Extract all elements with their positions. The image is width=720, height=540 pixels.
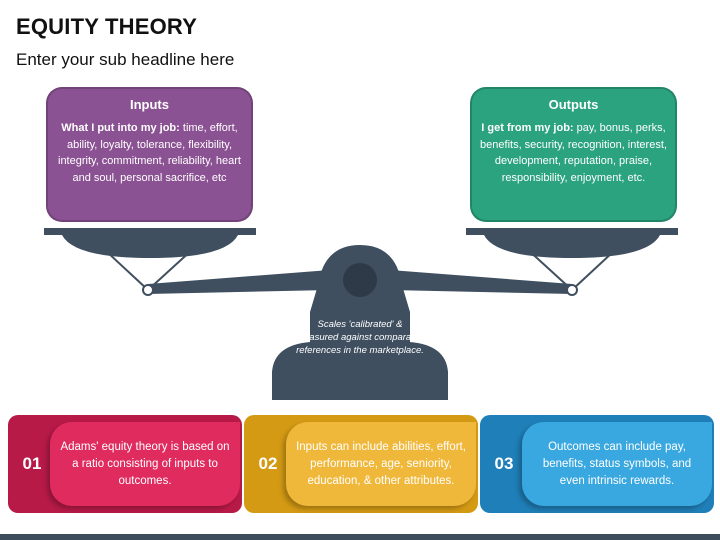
- info-card-03: 03 Outcomes can include pay, benefits, s…: [480, 415, 714, 513]
- scale-body: [272, 245, 448, 400]
- scale-knob: [343, 263, 377, 297]
- info-card-02: 02 Inputs can include abilities, effort,…: [244, 415, 478, 513]
- card-text: Outcomes can include pay, benefits, stat…: [522, 422, 712, 506]
- card-number: 01: [22, 454, 42, 473]
- inputs-box: Inputs What I put into my job: time, eff…: [46, 87, 253, 222]
- page-title: EQUITY THEORY: [16, 14, 198, 39]
- outputs-body: pay, bonus, perks, benefits, security, r…: [480, 122, 667, 184]
- outputs-title: Outputs: [548, 97, 599, 112]
- card-number: 03: [494, 454, 514, 473]
- card-text: Inputs can include abilities, effort, pe…: [286, 422, 476, 506]
- inputs-body: time, effort, ability, loyalty, toleranc…: [58, 122, 241, 184]
- scale-beam-right: [390, 270, 572, 294]
- page-subtitle: Enter your sub headline here: [16, 50, 235, 69]
- right-pivot: [566, 284, 578, 296]
- scale-beam-left: [148, 270, 330, 294]
- card-number: 02: [258, 454, 278, 473]
- left-pan: [44, 228, 256, 258]
- right-pan: [466, 228, 678, 258]
- info-card-01: 01 Adams' equity theory is based on a ra…: [8, 415, 242, 513]
- outputs-text: I get from my job: pay, bonus, perks, be…: [480, 120, 667, 186]
- outputs-box: Outputs I get from my job: pay, bonus, p…: [470, 87, 677, 222]
- inputs-lead: What I put into my job:: [61, 122, 180, 134]
- card-text: Adams' equity theory is based on a ratio…: [50, 422, 240, 506]
- outputs-lead: I get from my job:: [481, 122, 574, 134]
- bottom-bar: [0, 534, 720, 540]
- inputs-title: Inputs: [130, 97, 169, 112]
- left-pivot: [142, 284, 154, 296]
- scale-caption: Scales 'calibrated' & measured against c…: [296, 319, 424, 356]
- inputs-text: What I put into my job: time, effort, ab…: [56, 120, 243, 186]
